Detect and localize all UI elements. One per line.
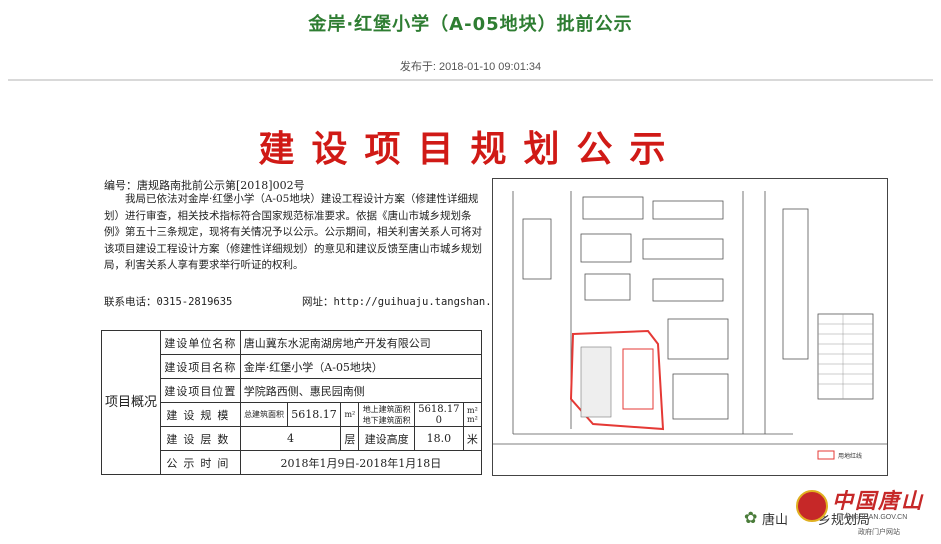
above-ground-unit: m² xyxy=(466,405,478,415)
site-logo-text: 中国唐山 xyxy=(832,488,924,513)
scale-label: 建设规模 xyxy=(160,402,241,427)
unit-label: 建设单位名称 xyxy=(160,330,241,355)
floors-value: 4 xyxy=(239,426,342,451)
published-time: 2018-01-10 09:01:34 xyxy=(438,61,542,73)
below-ground-label: 地下建筑面积 xyxy=(362,415,411,425)
project-overview-table: 项目概况 建设单位名称 唐山冀东水泥南湖房地产开发有限公司 建设项目名称 金岸·… xyxy=(100,330,483,475)
height-label: 建设高度 xyxy=(358,426,415,451)
floors-label: 建设层数 xyxy=(160,426,241,451)
notice-heading: 建设项目规划公示 xyxy=(258,129,683,170)
notice-body: 我局已依法对金岸·红堡小学（A-05地块）建设工程设计方案（修建性详细规划）进行… xyxy=(104,193,482,271)
area-split-units: m² m² xyxy=(462,402,483,427)
location-value: 学院路西侧、惠民园南侧 xyxy=(239,378,483,403)
watermark-right-text: 乡规划局 xyxy=(818,513,871,528)
total-area-unit: m² xyxy=(340,402,360,427)
unit-value: 唐山冀东水泥南湖房地产开发有限公司 xyxy=(239,330,483,355)
document-number: 编号：唐规路南批前公示第[2018]002号 xyxy=(104,179,305,192)
redline-boundary xyxy=(569,329,665,431)
site-logo-url: TANGSHAN.GOV.CN xyxy=(840,514,908,521)
page-title: 金岸·红堡小学（A-05地块）批前公示 xyxy=(308,14,633,35)
header-divider xyxy=(8,79,933,81)
above-ground-value: 5618.17 xyxy=(418,403,460,415)
project-name-value: 金岸·红堡小学（A-05地块） xyxy=(239,354,483,379)
site-logo-subtitle: 政府门户网站 xyxy=(858,528,900,536)
project-overview-label: 项目概况 xyxy=(100,330,162,475)
period-value: 2018年1月9日-2018年1月18日 xyxy=(239,450,483,475)
government-emblem-icon xyxy=(796,490,828,522)
watermark-left-text: 唐山 xyxy=(762,513,789,528)
website-link[interactable]: 网址：http://guihuaju.tangshan.gov.cn/ xyxy=(302,296,536,308)
location-label: 建设项目位置 xyxy=(160,378,241,403)
project-name-label: 建设项目名称 xyxy=(160,354,241,379)
site-plan-svg: 用地红线 xyxy=(493,191,887,460)
publish-info: 发布于: 2018-01-10 09:01:34 xyxy=(0,58,941,74)
site-plan-drawing: 用地红线 xyxy=(492,178,888,476)
period-label: 公示时间 xyxy=(160,450,241,475)
leaf-icon: ✿ xyxy=(744,508,758,527)
total-area-value: 5618.17 xyxy=(287,402,342,427)
floors-unit: 层 xyxy=(340,426,360,451)
published-label: 发布于: xyxy=(399,61,436,73)
below-ground-unit: m² xyxy=(466,414,478,424)
area-split-values: 5618.17 0 xyxy=(413,402,464,427)
height-unit: 米 xyxy=(462,426,483,451)
above-ground-label: 地上建筑面积 xyxy=(362,404,411,414)
height-value: 18.0 xyxy=(413,426,464,451)
total-area-label: 总建筑面积 xyxy=(239,402,289,427)
legend-label: 用地红线 xyxy=(838,452,862,460)
area-split-labels: 地上建筑面积 地下建筑面积 xyxy=(358,402,415,427)
below-ground-value: 0 xyxy=(435,414,443,426)
contact-phone: 联系电话：0315-2819635 xyxy=(104,296,233,308)
